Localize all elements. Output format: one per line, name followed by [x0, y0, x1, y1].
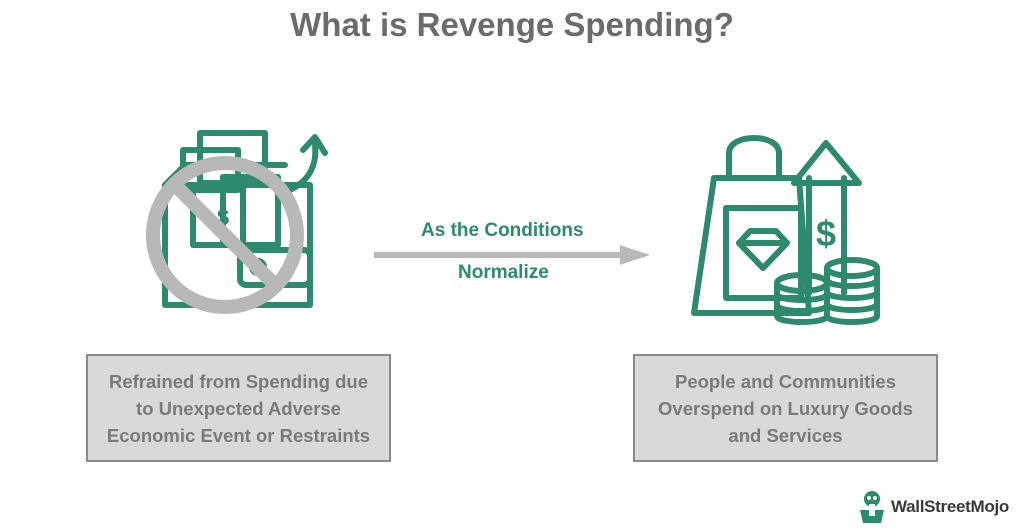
wallstreetmojo-logo: WallStreetMojo: [857, 490, 1009, 524]
page-title: What is Revenge Spending?: [290, 6, 734, 43]
left-description-text: Refrained from Spending due to Unexpecte…: [106, 370, 371, 446]
arrow-label-line2: Normalize: [458, 262, 549, 283]
right-description-text: People and Communities Overspend on Luxu…: [658, 370, 913, 446]
left-description-box: Refrained from Spending due to Unexpecte…: [86, 354, 391, 462]
logo-text: WallStreetMojo: [891, 497, 1009, 516]
dollar-icon: $: [816, 213, 836, 254]
right-description-box: People and Communities Overspend on Luxu…: [633, 354, 938, 462]
wallstreetmojo-logo-icon: [860, 491, 884, 523]
wallet-with-prohibited-sign-icon: $: [146, 130, 328, 314]
transition-arrow: [374, 245, 650, 265]
luxury-bag-with-coins-and-rising-dollar-icon: $: [691, 135, 880, 325]
arrow-label-line1: As the Conditions: [421, 220, 584, 241]
